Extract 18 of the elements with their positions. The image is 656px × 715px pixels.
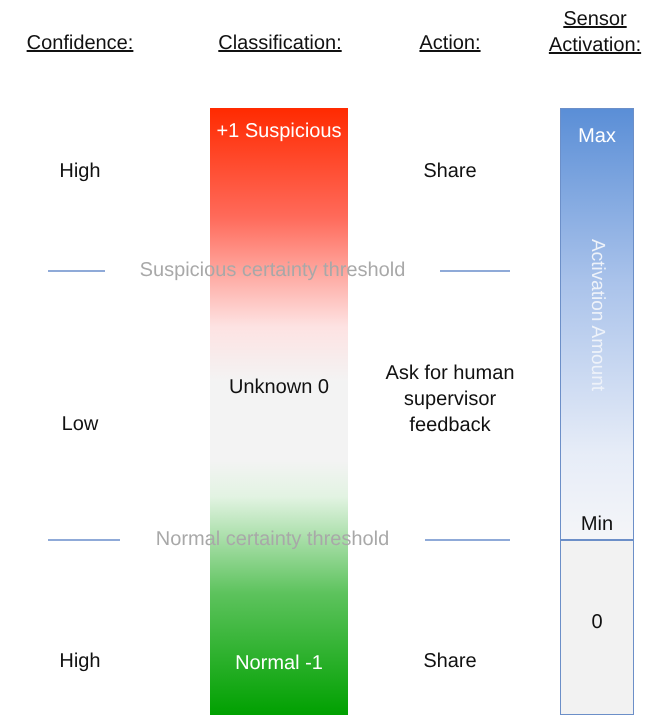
action-text: Share bbox=[422, 159, 478, 184]
confidence-level: High bbox=[58, 159, 102, 184]
classification-label: Unknown 0 bbox=[228, 375, 330, 400]
scale-label: Min bbox=[580, 512, 614, 537]
action-text: Share bbox=[422, 649, 478, 674]
column-header: Confidence: bbox=[26, 31, 134, 56]
classification-label: +1 Suspicious bbox=[215, 119, 343, 144]
zero-activation-box bbox=[560, 540, 634, 715]
confidence-level: High bbox=[58, 649, 102, 674]
column-header: Sensor Activation: bbox=[548, 7, 642, 58]
column-header: Classification: bbox=[217, 31, 343, 56]
activation-bar bbox=[560, 108, 634, 540]
classification-label: Normal -1 bbox=[234, 651, 324, 676]
scale-label: 0 bbox=[590, 610, 604, 635]
confidence-level: Low bbox=[60, 412, 100, 437]
scale-label: Max bbox=[577, 124, 617, 149]
column-header: Action: bbox=[418, 31, 482, 56]
action-text: Ask for human supervisor feedback bbox=[385, 361, 515, 438]
